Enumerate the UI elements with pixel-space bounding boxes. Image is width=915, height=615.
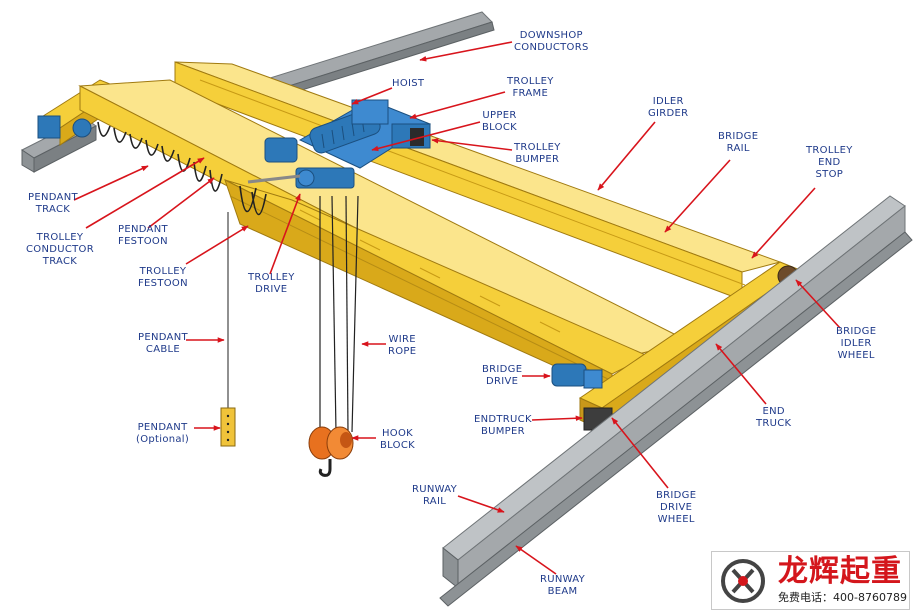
arrow-runway-rail [457,495,505,513]
arrow-bridge-drive-wheel [611,417,669,489]
arrow-downshop-conductors [419,41,513,62]
arrow-runway-beam [515,545,557,575]
wire-ropes [319,195,359,433]
arrow-bridge-rail [664,159,731,233]
label-pendant: PENDANT(Optional) [136,422,190,445]
arrow-upper-block [371,121,481,152]
arrow-trolley-conductor-track [85,157,205,229]
arrow-pendant-festoon [147,177,215,229]
hoist-assembly [264,99,432,189]
label-hoist: HOIST [392,78,425,89]
arrow-hoist [351,87,393,105]
arrow-trolley-bumper [431,138,513,151]
hook-logo-icon [721,559,765,603]
bridge-drive-motor [551,363,603,389]
pendant-shape [220,212,236,447]
arrow-pendant-track [73,165,149,201]
arrow-trolley-end-stop [751,187,816,259]
arrow-trolley-drive [269,193,301,275]
arrow-idler-girder [597,121,656,191]
arrow-trolley-frame [409,91,506,120]
runway-beam-shape [439,195,913,607]
hook-block-shape [308,426,354,477]
arrow-end-truck [715,343,767,405]
hotline-number: 免费电话：400-8760789 [778,591,907,604]
arrow-trolley-festoon [185,225,249,265]
arrow-bridge-idler-wheel [795,279,841,329]
company-logo: 龙辉起重 免费电话：400-8760789 [711,551,910,610]
brand-name: 龙辉起重 [778,554,902,589]
arrow-endtruck-bumper [531,415,583,422]
